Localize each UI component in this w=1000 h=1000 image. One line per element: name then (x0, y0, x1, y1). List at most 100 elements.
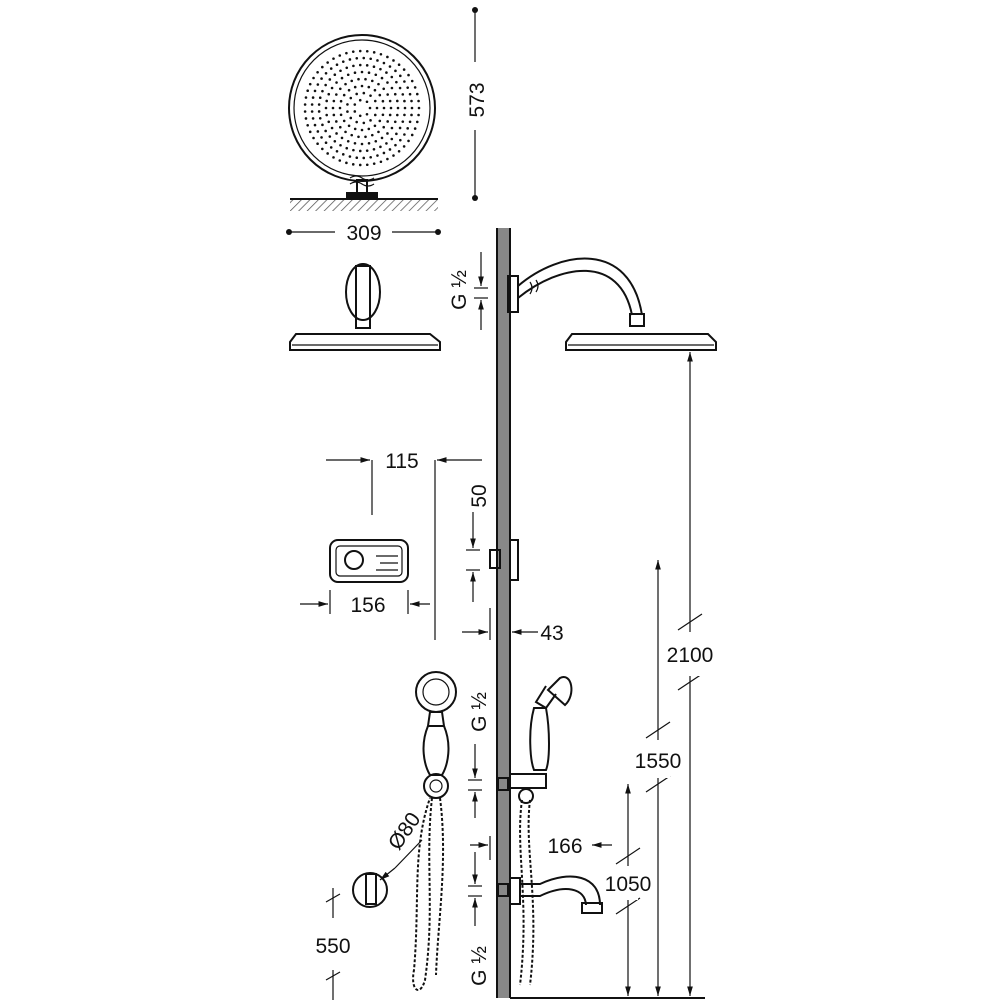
nozzle-dot (353, 110, 357, 113)
nozzle-dot (318, 116, 322, 120)
nozzle-dot (379, 67, 382, 71)
nozzle-dot (382, 125, 386, 129)
nozzle-dot (372, 51, 376, 54)
nozzle-dot (339, 69, 342, 73)
nozzle-dot (345, 51, 348, 55)
nozzle-dot (339, 99, 343, 103)
nozzle-dot (377, 130, 380, 134)
nozzle-dot (335, 150, 339, 153)
nozzle-dot (330, 86, 334, 90)
nozzle-dot (373, 99, 377, 103)
nozzle-dot (332, 99, 336, 103)
wall-outlet: Ø80 (352, 808, 426, 908)
nozzle-dot (369, 94, 372, 97)
nozzle-dot (357, 77, 360, 81)
nozzle-dot (386, 93, 389, 96)
nozzle-dot (386, 132, 389, 135)
nozzle-dot (394, 143, 397, 147)
nozzle-dot (399, 74, 402, 78)
nozzle-dot (395, 80, 398, 84)
dim-outlet-diameter-label: Ø80 (384, 808, 426, 854)
nozzle-dot (326, 61, 329, 64)
nozzle-dot (417, 99, 420, 103)
dim-550-label: 550 (315, 935, 350, 958)
nozzle-dot (358, 49, 362, 53)
nozzle-dot (372, 162, 376, 165)
nozzle-dot (304, 96, 308, 99)
nozzle-dot (333, 140, 337, 143)
nozzle-dot (346, 139, 350, 143)
rain-head-top-view (288, 34, 438, 211)
dimension-g-half-holder: G ½ (468, 692, 509, 818)
nozzle-dot (335, 132, 338, 135)
dimension-g-half-spout: G ½ (468, 852, 491, 986)
nozzle-dot (316, 142, 319, 146)
nozzle-dot (358, 163, 362, 167)
nozzle-dot (379, 160, 383, 164)
nozzle-dot (321, 147, 324, 151)
nozzle-dot (410, 106, 414, 110)
wall-section (496, 228, 705, 999)
nozzle-dot (341, 60, 345, 63)
dimension-309: 309 (286, 222, 441, 245)
nozzle-dot (331, 106, 335, 110)
nozzle-dot (410, 79, 414, 83)
nozzle-dot (352, 64, 355, 68)
nozzle-dot (381, 113, 385, 117)
nozzle-dot (317, 110, 321, 113)
nozzle-dot (374, 139, 378, 143)
nozzle-dot (396, 106, 400, 110)
nozzle-dot (379, 52, 383, 56)
nozzle-dot (310, 110, 314, 113)
nozzle-dot (380, 136, 384, 140)
nozzle-dot (347, 88, 351, 92)
nozzle-dot (355, 92, 358, 96)
nozzle-dot (390, 137, 394, 141)
nozzle-dot (362, 91, 366, 95)
nozzle-dot (360, 142, 364, 146)
nozzle-dot (415, 92, 419, 96)
nozzle-dot (358, 114, 362, 118)
nozzle-dot (394, 69, 397, 73)
nozzle-dot (388, 148, 392, 151)
nozzle-dot (364, 135, 367, 139)
dim-1050-label: 1050 (605, 873, 652, 896)
nozzle-dot (321, 65, 324, 69)
nozzle-dot (382, 61, 386, 65)
nozzle-dot (365, 149, 369, 152)
nozzle-dot (388, 99, 392, 103)
nozzle-dot (312, 76, 315, 80)
dim-50-label: 50 (468, 484, 491, 507)
nozzle-dot (360, 84, 364, 88)
dim-g-half-spout-label: G ½ (468, 946, 491, 986)
dim-309-label: 309 (346, 222, 381, 245)
nozzle-dot (376, 59, 379, 62)
nozzle-dot (324, 106, 328, 110)
nozzle-dot (303, 103, 307, 106)
nozzle-dot (386, 81, 389, 84)
nozzle-dot (367, 85, 371, 89)
nozzle-dot (379, 145, 382, 149)
nozzle-dot (324, 83, 327, 87)
nozzle-dot (365, 163, 369, 167)
nozzle-dot (353, 85, 357, 89)
dimension-166: 166 (470, 835, 612, 860)
nozzle-dot (346, 73, 350, 77)
nozzle-dot (408, 92, 412, 96)
nozzle-dot (410, 133, 414, 137)
dimension-550: 550 (315, 888, 351, 1000)
nozzle-dot (402, 145, 406, 148)
nozzle-dot (312, 136, 315, 140)
nozzle-dot (413, 86, 417, 89)
nozzle-dot (373, 124, 377, 128)
nozzle-dot (398, 86, 402, 90)
dim-1550-label: 1550 (635, 750, 682, 773)
nozzle-dot (341, 153, 345, 156)
nozzle-dot (372, 148, 376, 151)
nozzle-dot (365, 100, 369, 104)
nozzle-dot (355, 156, 359, 160)
nozzle-dot (410, 113, 413, 117)
nozzle-dot (349, 96, 353, 100)
nozzle-dot (351, 163, 355, 166)
